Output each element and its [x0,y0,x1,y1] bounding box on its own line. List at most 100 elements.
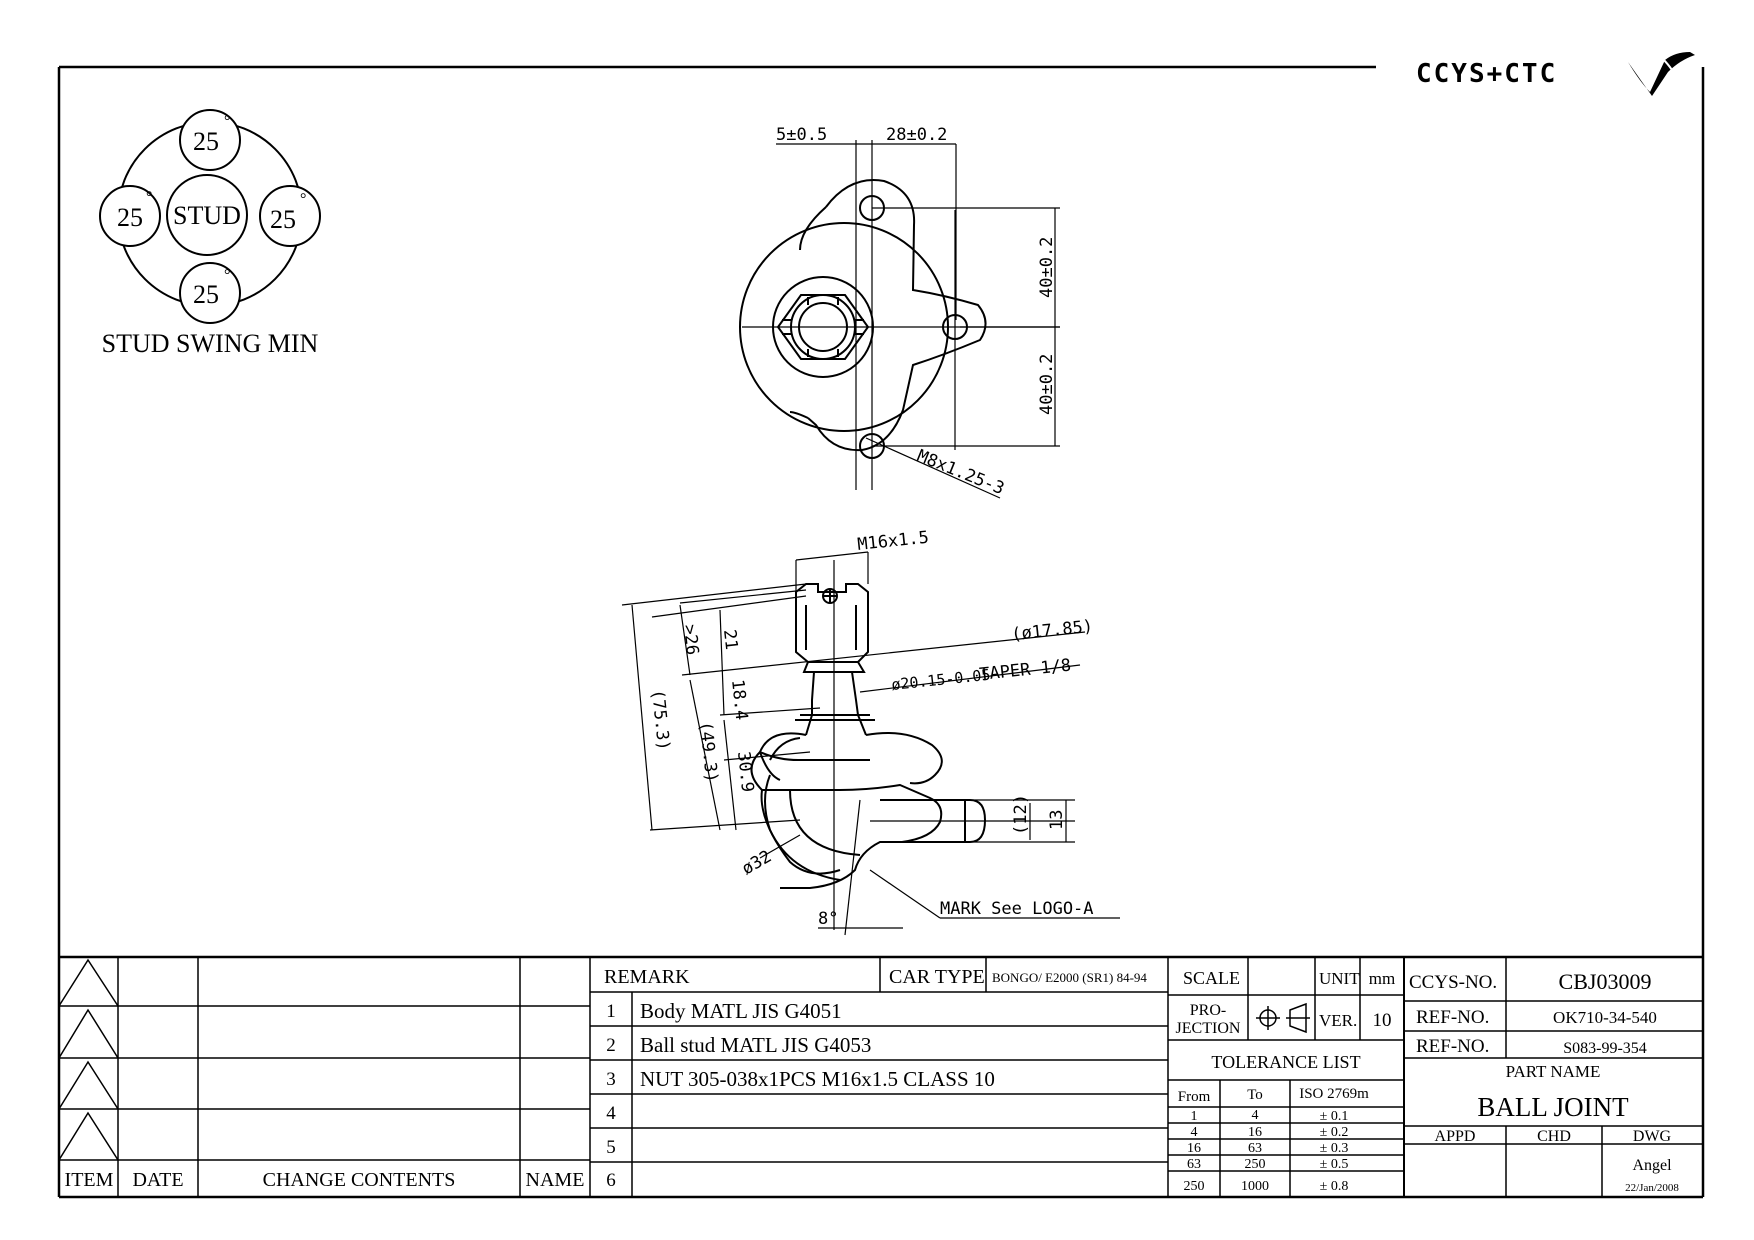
brand-emblem-icon [1628,52,1695,96]
tol-header-to: To [1247,1087,1263,1103]
remark-row-num: 6 [606,1170,616,1191]
projection-label-1: PRO- [1190,1002,1226,1019]
remark-header: REMARK [604,966,690,988]
tol-iso: ± 0.2 [1320,1125,1349,1140]
dim-m8: M8x1.25-3 [914,446,1007,499]
remark-row-num: 5 [606,1137,616,1158]
projection-label-2: JECTION [1176,1020,1241,1037]
degree-mark-bottom: ° [224,267,230,284]
tol-header-from: From [1178,1089,1211,1105]
stud-swing-labels: STUD 25 25 25 25 ° ° ° ° STUD SWING MIN [102,113,319,358]
tol-iso: ± 0.5 [1320,1157,1349,1172]
remark-row-num: 1 [606,1001,616,1022]
brand-logo: CCYS+CTC [1416,52,1695,96]
tol-iso: ± 0.8 [1320,1179,1349,1194]
remark-row-num: 3 [606,1069,616,1090]
scale-label: SCALE [1183,968,1240,988]
tol-to: 250 [1245,1157,1266,1172]
ver-value: 10 [1373,1010,1392,1031]
tol-to: 1000 [1241,1179,1269,1194]
swing-circle-center [166,174,248,256]
remark-row-num: 4 [606,1103,616,1124]
ref-no-label-1: REF-NO. [1416,1007,1489,1028]
part-name-value: BALL JOINT [1477,1092,1629,1122]
tol-to: 16 [1248,1125,1262,1140]
header-name: NAME [526,1169,585,1191]
dim-28: 28±0.2 [886,125,947,145]
header-change-contents: CHANGE CONTENTS [263,1169,456,1191]
dim-40-lower: 40±0.2 [1037,354,1057,415]
dim-13: 13 [1047,810,1067,830]
remark-row-text: Ball stud MATL JIS G4053 [640,1033,871,1057]
swing-circle-left [99,185,161,247]
top-view-dim-labels: 5±0.5 28±0.2 40±0.2 40±0.2 M8x1.25-3 [776,125,1057,499]
tol-from: 4 [1191,1125,1198,1140]
dim-21: 21 [719,628,741,650]
ccys-no-label: CCYS-NO. [1409,972,1497,993]
chd-label: CHD [1537,1128,1571,1145]
dwg-label: DWG [1633,1128,1672,1145]
degree-mark-left: ° [146,189,152,206]
swing-caption: STUD SWING MIN [102,329,319,358]
dim-40-upper: 40±0.2 [1037,237,1057,298]
ref-no-value-2: S083-99-354 [1563,1040,1647,1057]
dim-30: 30.9 [733,750,757,793]
tolerance-title: TOLERANCE LIST [1211,1052,1360,1072]
spec-block: SCALE UNIT mm PRO- JECTION VER. 10 TOLER… [1176,968,1396,1194]
part-block: CCYS-NO. CBJ03009 REF-NO. OK710-34-540 R… [1409,969,1679,1194]
swing-angle-left: 25 [117,203,143,232]
side-view-dimensions [621,551,1120,929]
dwg-name: Angel [1632,1157,1672,1174]
top-view-dimensions [776,143,1060,499]
tol-iso: ± 0.3 [1320,1141,1349,1156]
swing-angle-top: 25 [193,127,219,156]
ref-no-value-1: OK710-34-540 [1553,1008,1657,1027]
swing-angle-right: 25 [270,205,296,234]
swing-angle-bottom: 25 [193,280,219,309]
tol-from: 250 [1184,1179,1205,1194]
dim-taper: TAPER 1/8 [978,655,1072,685]
tol-from: 63 [1187,1157,1201,1172]
stud-swing-diagram [99,109,321,324]
car-type-label: CAR TYPE [889,966,985,988]
remark-row-text: Body MATL JIS G4051 [640,999,842,1023]
tol-to: 63 [1248,1141,1262,1156]
brand-logo-text: CCYS+CTC [1416,59,1557,89]
tol-iso: ± 0.1 [1320,1109,1349,1124]
swing-circle-top [179,109,241,171]
swing-circle-right [259,185,321,247]
swing-circle-bottom [179,262,241,324]
title-block-grid [58,955,1703,1197]
revision-headers: ITEM DATE CHANGE CONTENTS NAME [65,1169,585,1191]
tol-from: 1 [1191,1109,1198,1124]
dim-8deg: 8° [818,909,838,929]
dim-phi17: (ø17.85) [1010,617,1094,645]
dim-phi20: ø20.15-0.05 [891,666,992,694]
header-item: ITEM [65,1169,114,1191]
remark-row-text: NUT 305-038x1PCS M16x1.5 CLASS 10 [640,1067,995,1091]
ccys-no-value: CBJ03009 [1559,969,1652,994]
top-view-drawing [739,179,987,459]
dim-mark-logo: MARK See LOGO-A [940,899,1094,919]
unit-value: mm [1369,969,1395,988]
appd-label: APPD [1435,1128,1476,1145]
dim-phi32: ø32 [739,847,776,880]
side-view-centerlines [833,560,1075,936]
degree-mark-right: ° [300,191,306,208]
side-view-dim-labels: M16x1.5 (ø17.85) ø20.15-0.05 TAPER 1/8 >… [647,528,1094,929]
ref-no-label-2: REF-NO. [1416,1036,1489,1057]
degree-mark-top: ° [224,113,230,130]
tol-to: 4 [1252,1108,1259,1123]
remark-row-num: 2 [606,1035,616,1056]
dim-m16: M16x1.5 [856,528,929,555]
part-name-label: PART NAME [1506,1062,1601,1081]
dim-12: (12) [1011,794,1031,835]
dim-gt26: >26 [679,623,702,656]
dim-18: 18.4 [727,678,751,721]
dwg-date: 22/Jan/2008 [1625,1182,1679,1194]
sheet-border [57,65,1705,1199]
dim-5: 5±0.5 [776,125,827,145]
dim-75: (75.3) [647,688,673,751]
dim-49: (49.3) [695,720,721,783]
